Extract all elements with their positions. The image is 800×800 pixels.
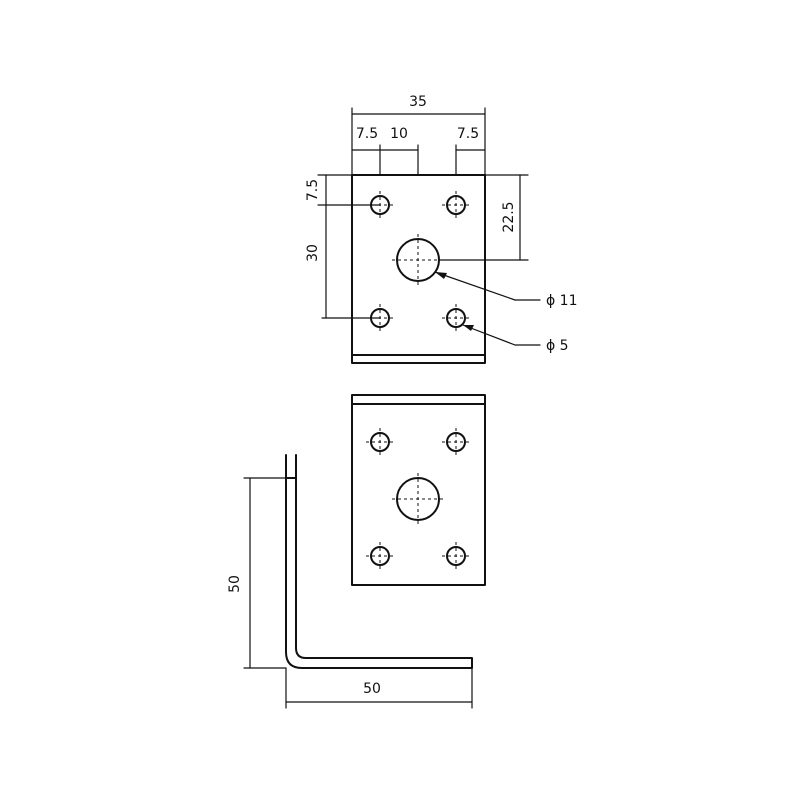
top-plate-view: [351, 174, 486, 364]
bottom-plate-outline: [351, 394, 486, 586]
leader-small-hole: ϕ 5: [462, 324, 569, 354]
dimension-label: 10: [390, 126, 408, 142]
dimension-label: 50: [363, 681, 381, 697]
dimension-label: 30: [305, 244, 321, 262]
side-profile-view: [285, 454, 473, 669]
big-hole-diameter-label: ϕ 11: [546, 293, 578, 309]
dimension-label: 22.5: [501, 201, 517, 232]
small-hole: [366, 428, 394, 456]
dimension-left-side: 7.5 30: [305, 174, 381, 319]
dimension-top-width: 35: [351, 94, 486, 176]
small-hole: [366, 542, 394, 570]
dimension-top-segments: 7.5 10 7.5: [351, 126, 486, 176]
dimension-leg-width: 50: [285, 667, 473, 709]
big-hole: [392, 473, 444, 525]
bottom-plate-view: [351, 394, 486, 586]
small-hole: [442, 191, 470, 219]
small-hole: [442, 428, 470, 456]
dimension-label: 7.5: [457, 126, 479, 142]
dimension-label: 35: [409, 94, 427, 110]
l-profile-outline: [285, 454, 473, 669]
dimension-label: 50: [227, 575, 243, 593]
small-hole: [442, 542, 470, 570]
small-hole: [442, 304, 470, 332]
dimension-label: 7.5: [356, 126, 378, 142]
leader-big-hole: ϕ 11: [434, 271, 578, 309]
small-hole-diameter-label: ϕ 5: [546, 338, 569, 354]
dimension-label: 7.5: [305, 179, 321, 201]
dimension-center-height: 22.5: [439, 174, 529, 261]
dimension-leg-height: 50: [227, 477, 287, 669]
big-hole: [392, 234, 444, 286]
